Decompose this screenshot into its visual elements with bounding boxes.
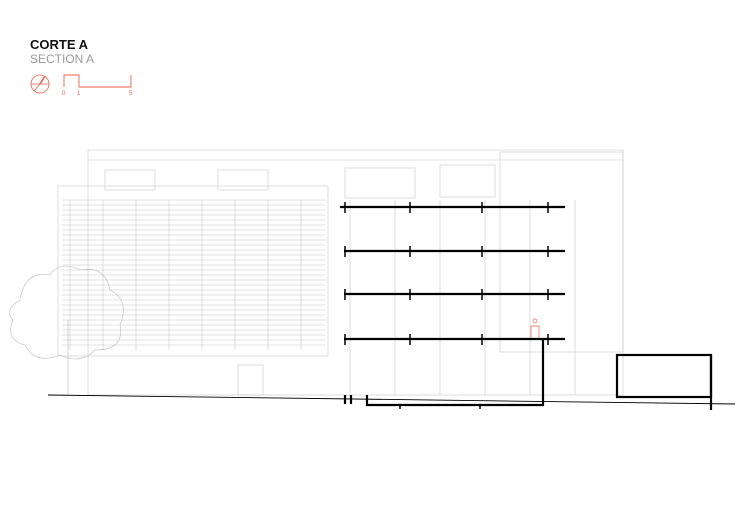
tree	[9, 265, 124, 395]
scale-label-5: 5	[129, 91, 133, 97]
background-elevation	[57, 149, 624, 396]
cut-section	[47, 202, 736, 410]
scale-label-1: 1	[77, 91, 81, 97]
drawing-title: CORTE A	[30, 37, 89, 52]
drawing-subtitle: SECTION A	[30, 52, 95, 66]
scale-label-0: 0	[62, 91, 66, 97]
north-arrow-icon	[30, 74, 50, 94]
human-figure	[530, 318, 540, 338]
scale-bar: 0 1 5	[62, 74, 133, 97]
